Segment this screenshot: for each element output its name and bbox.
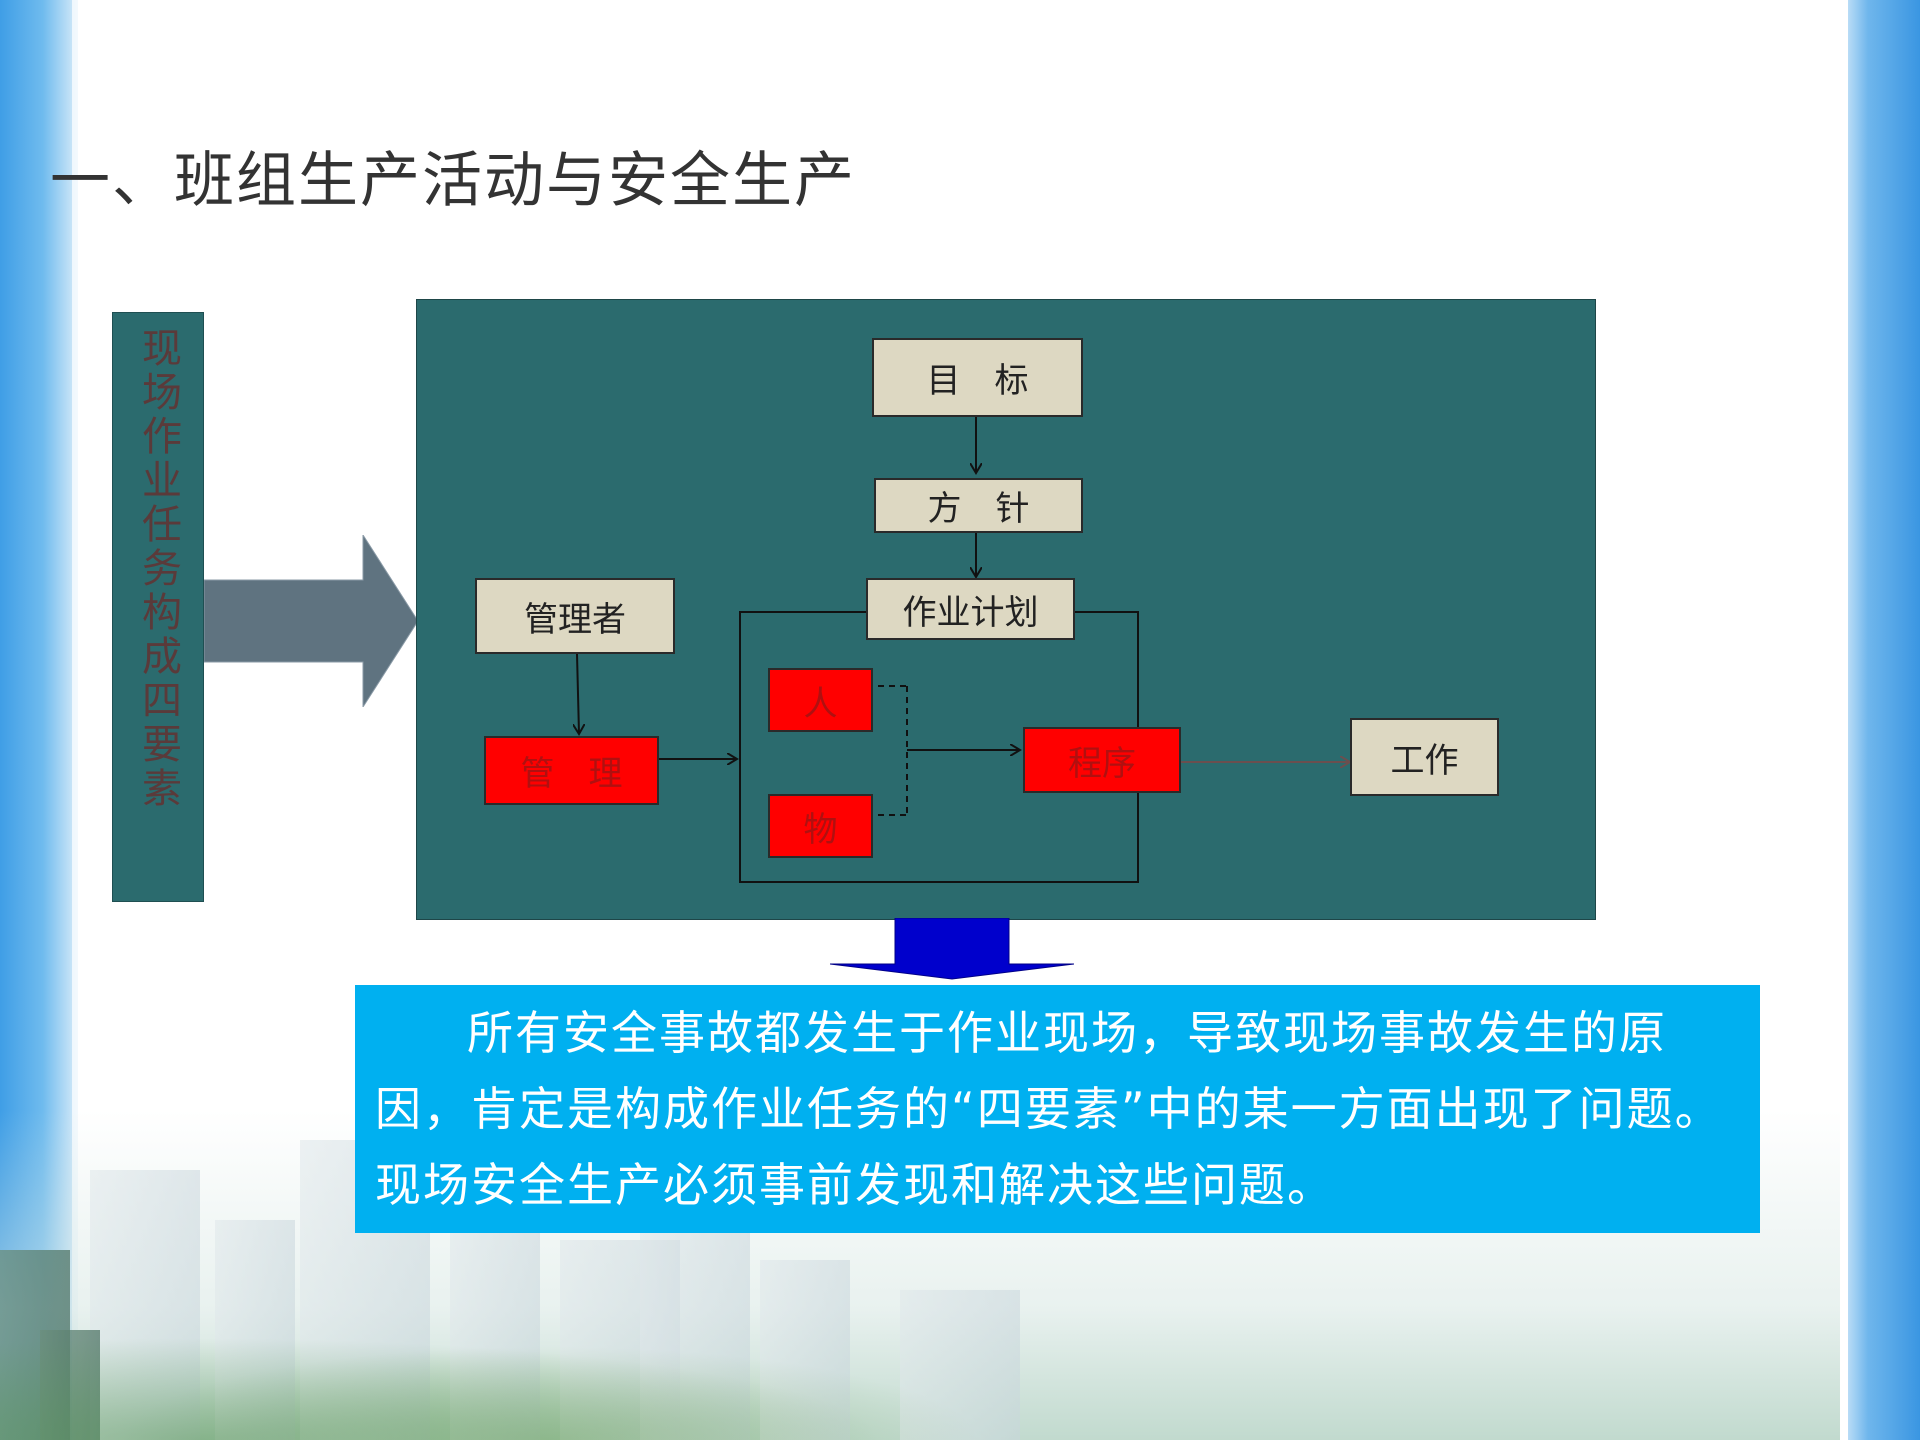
node-goal: 目 标 — [872, 338, 1083, 417]
node-management: 管 理 — [484, 736, 659, 805]
conclusion-note-text: 所有安全事故都发生于作业现场，导致现场事故发生的原因，肯定是构成作业任务的“四要… — [375, 1006, 1723, 1212]
node-work-plan: 作业计划 — [866, 578, 1075, 640]
conclusion-note-box: 所有安全事故都发生于作业现场，导致现场事故发生的原因，肯定是构成作业任务的“四要… — [355, 985, 1760, 1233]
node-manager: 管理者 — [475, 578, 675, 654]
right-decor-bar — [1840, 0, 1920, 1440]
node-work: 工作 — [1350, 718, 1499, 796]
down-arrow — [830, 918, 1074, 980]
side-label-text: 现场作业任务构成四要素 — [135, 327, 181, 811]
arrow-manager-management — [577, 653, 579, 734]
big-right-arrow — [204, 535, 419, 707]
diagram-panel: 目 标 方 针 作业计划 管理者 管 理 人 物 程序 工作 — [416, 299, 1596, 920]
slide-title: 一、班组生产活动与安全生产 — [50, 146, 856, 216]
node-people: 人 — [768, 668, 873, 732]
node-policy: 方 针 — [874, 478, 1083, 533]
side-label-box: 现场作业任务构成四要素 — [112, 312, 204, 902]
node-procedure: 程序 — [1023, 727, 1181, 793]
node-things: 物 — [768, 794, 873, 858]
